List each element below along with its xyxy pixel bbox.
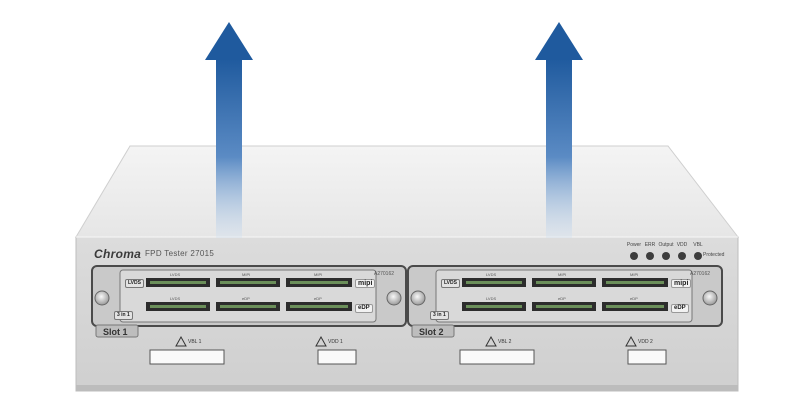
slot-1-edp-label: eDP (355, 304, 373, 313)
slot-2-conn-edp-1: eDP (558, 296, 566, 301)
slot-2-conn-edp-2: eDP (630, 296, 638, 301)
chassis-top (75, 145, 740, 238)
slot-1-mipi-label: mipi (355, 279, 376, 288)
indicator-vdd-label: VDD (676, 242, 688, 248)
slot-1-conn-mipi-2: MIPI (314, 272, 323, 277)
slot-2-edp-label: eDP (671, 304, 689, 313)
slot-1-lvds-label: LVDS (125, 279, 144, 288)
slot-1-conn-lvds-bottom: LVDS (170, 296, 181, 301)
slot-1-3in1-label: 3 in 1 (114, 311, 133, 320)
power-port-vbl2-label: VBL 2 (498, 339, 512, 345)
model-name: FPD Tester 27015 (145, 249, 215, 258)
slot-2-module-tag: A270162 (690, 271, 711, 277)
slot-1-label: Slot 1 (103, 327, 128, 337)
power-port-vdd2-label: VDD 2 (638, 339, 653, 345)
airflow-arrow-right (535, 22, 583, 238)
slot-1-conn-edp-1: eDP (242, 296, 250, 301)
slot-1-conn-lvds-top: LVDS (170, 272, 181, 277)
slot-1-conn-edp-2: eDP (314, 296, 322, 301)
slot-2-module (407, 265, 723, 327)
brand-logo: Chroma (94, 247, 142, 261)
airflow-arrow-left (205, 22, 253, 238)
slot-2-label: Slot 2 (419, 327, 444, 337)
warning-icons (175, 335, 637, 347)
slot-1-module-tag: A270162 (374, 271, 395, 277)
indicator-power-label: Power (626, 242, 642, 248)
slot-2-conn-mipi-1: MIPI (558, 272, 567, 277)
indicator-output-label: Output (658, 242, 674, 248)
power-port-connectors (149, 349, 667, 365)
indicator-vbl-label: VBL (693, 242, 703, 248)
slot-2-conn-lvds-top: LVDS (486, 272, 497, 277)
slot-1-module (91, 265, 407, 327)
power-port-vbl1-label: VBL 1 (188, 339, 202, 345)
slot-2-mipi-label: mipi (671, 279, 692, 288)
slot-2-3in1-label: 3 in 1 (430, 311, 449, 320)
indicator-leds (630, 252, 702, 260)
power-port-vdd1-label: VDD 1 (328, 339, 343, 345)
slot-2-lvds-label: LVDS (441, 279, 460, 288)
slot-1-conn-mipi-1: MIPI (242, 272, 251, 277)
slot-2-conn-lvds-bottom: LVDS (486, 296, 497, 301)
indicator-err-label: ERR (644, 242, 656, 248)
protected-label: Protected (703, 252, 725, 258)
slot-2-conn-mipi-2: MIPI (630, 272, 639, 277)
